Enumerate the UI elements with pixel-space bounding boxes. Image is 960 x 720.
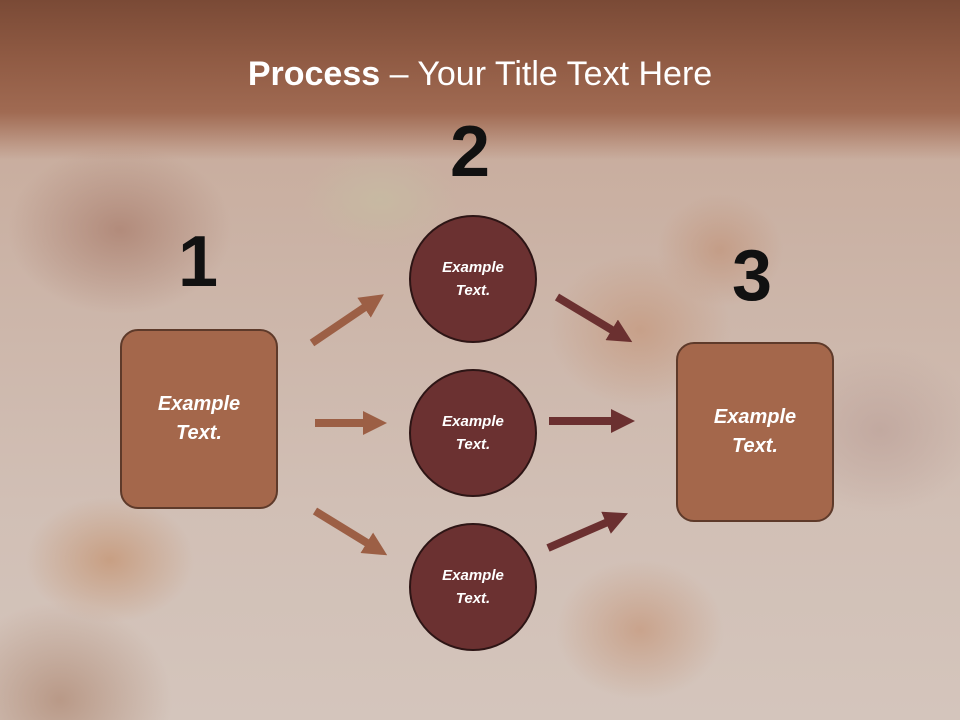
arrow-left-to-top (309, 294, 384, 347)
circle-middle-label: Example Text. (442, 413, 504, 453)
title-rest: – Your Title Text Here (380, 55, 713, 93)
title-bold: Process (247, 55, 381, 93)
arrow-bottom-to-right (546, 511, 629, 552)
step2-circle-middle: Example Text. (409, 369, 537, 497)
step1-label: Example Text. (157, 393, 241, 444)
slide-title: Process – Your Title Text Here (0, 52, 960, 96)
step1-box: Example Text. (120, 329, 278, 509)
arrow-left-to-bottom (312, 507, 388, 556)
circle-top-label: Example Text. (442, 259, 504, 299)
step-number-3: 3 (732, 236, 773, 316)
arrow-top-to-right (554, 293, 633, 343)
title-band (0, 0, 960, 160)
circle-bottom-label: Example Text. (442, 567, 504, 607)
step-number-1: 1 (178, 222, 219, 302)
step2-circle-bottom: Example Text. (409, 523, 537, 651)
step-number-2: 2 (450, 112, 491, 192)
step3-box: Example Text. (676, 342, 834, 522)
step3-label: Example Text. (713, 406, 797, 457)
step2-circle-top: Example Text. (409, 215, 537, 343)
